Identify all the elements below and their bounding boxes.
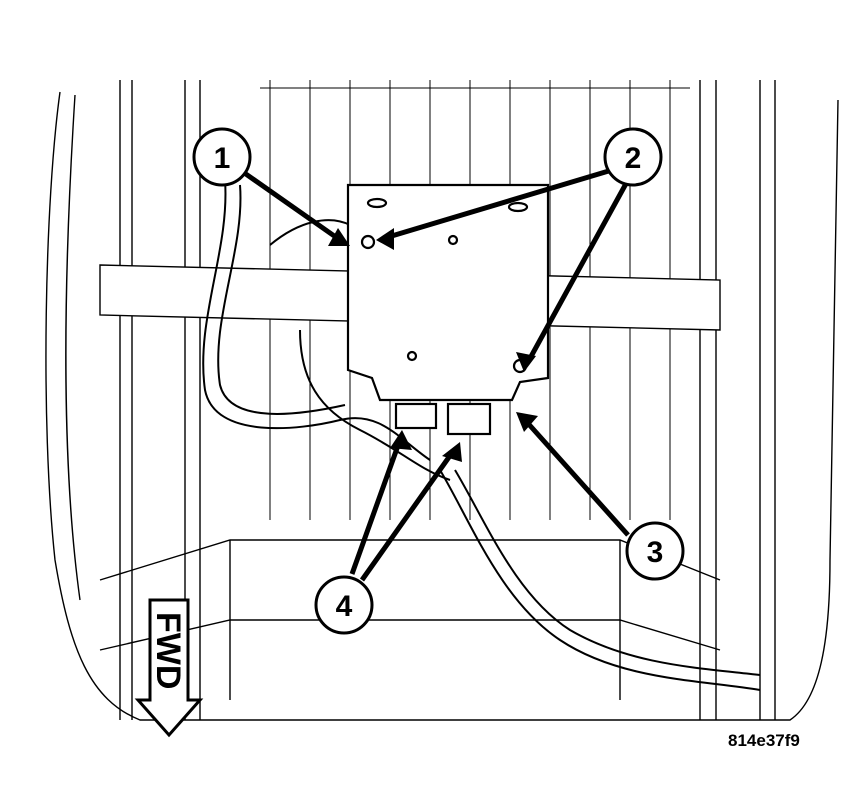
wire-connector-left (394, 402, 438, 430)
seat-control-module (346, 183, 550, 436)
wiring-harness (202, 179, 761, 691)
callout-4: 4 (314, 575, 374, 635)
callout-4-label: 4 (336, 590, 353, 623)
mounting-slot (366, 197, 388, 209)
rivet (447, 234, 459, 246)
fwd-arrow: FWD (134, 598, 204, 738)
figure-id: 814e37f9 (728, 731, 800, 750)
callout-2: 2 (603, 127, 663, 187)
callout-1-label: 1 (214, 142, 231, 175)
mounting-screw-upper (360, 234, 376, 250)
arrowheads (328, 228, 538, 462)
mounting-slot (507, 201, 529, 213)
wire-connector-right (446, 402, 492, 436)
callout-1: 1 (192, 127, 252, 187)
callout-3-label: 3 (647, 536, 664, 569)
leader-lines (241, 167, 631, 582)
callout-3: 3 (625, 521, 685, 581)
rivet (406, 350, 418, 362)
callout-2-label: 2 (625, 142, 642, 175)
fwd-label: FWD (149, 612, 187, 689)
